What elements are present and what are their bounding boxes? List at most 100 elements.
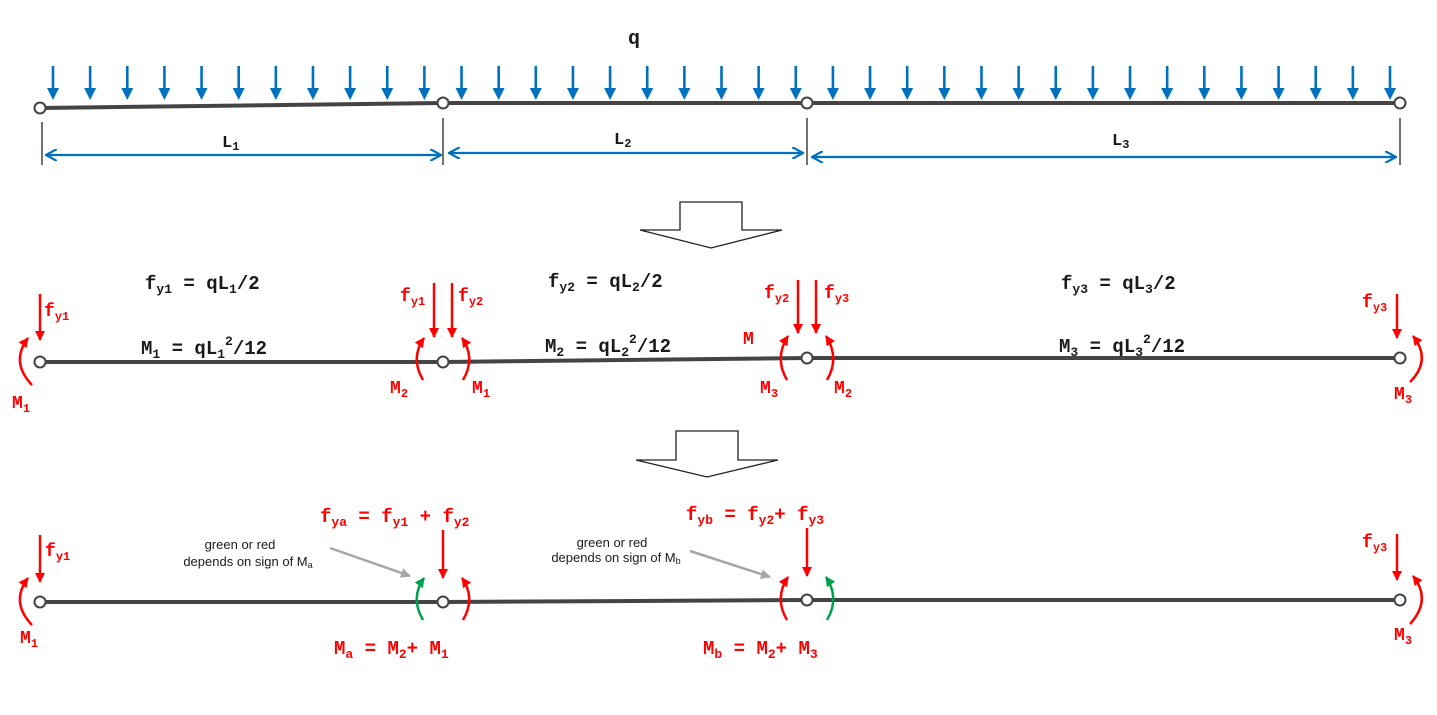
force-label-fy3-left: fy3 xyxy=(824,284,849,306)
load-arrow-head xyxy=(344,88,357,100)
load-arrow-head xyxy=(901,88,914,100)
load-arrow-head xyxy=(1384,88,1396,100)
load-arrow-head xyxy=(826,88,839,100)
moment-label-m3-end: M3 xyxy=(1394,626,1412,648)
load-arrow-head xyxy=(529,88,542,100)
stage2-node-3 xyxy=(800,351,814,365)
equation-mb: Mb = M2+ M3 xyxy=(703,638,818,662)
equation-fy3: fy3 = qL3/2 xyxy=(1061,273,1176,297)
load-arrow-head xyxy=(604,88,617,100)
load-arrow-head xyxy=(566,88,579,100)
moment-label-stray: M xyxy=(743,330,754,350)
load-arrow-head xyxy=(938,88,951,100)
pointer-arrow-b xyxy=(689,549,771,579)
moment-arc-ma-red xyxy=(460,577,472,621)
stage2-node-4 xyxy=(1393,351,1407,365)
moment-arc-m3-end xyxy=(1409,575,1423,625)
load-arrow-head xyxy=(1235,88,1248,100)
transition-arrow-1 xyxy=(639,201,783,249)
force-label-fy3-right: fy3 xyxy=(1362,293,1387,315)
moment-arc-ma-green xyxy=(414,577,426,621)
force-label-fy1-end: fy1 xyxy=(45,542,70,564)
force-label-fy2-mid: fy2 xyxy=(458,287,483,309)
node-3 xyxy=(800,96,814,110)
load-arrow-head xyxy=(1198,88,1211,100)
force-label-fy3-end: fy3 xyxy=(1362,533,1387,555)
moment-arc-mb-green xyxy=(824,576,836,621)
load-label: q xyxy=(628,28,640,51)
load-arrow-head xyxy=(492,88,505,100)
load-arrow-head xyxy=(158,88,171,100)
moment-label-m1-end: M1 xyxy=(20,629,38,651)
note-b-line2: depends on sign of Mb xyxy=(551,550,680,566)
load-arrow-head xyxy=(1309,88,1322,100)
distributed-load-arrows xyxy=(47,66,1396,100)
force-label-fy1-mid: fy1 xyxy=(400,287,425,309)
pointer-arrow-a xyxy=(329,546,411,578)
equation-fy2: fy2 = qL2/2 xyxy=(548,271,663,295)
moment-arc-m1-mid xyxy=(460,337,472,381)
load-arrow-head xyxy=(1346,88,1359,100)
load-arrow-head xyxy=(232,88,245,100)
force-label-fy1-left: fy1 xyxy=(44,302,69,324)
span-label-l1: L1 xyxy=(222,134,239,154)
stage2-node-1 xyxy=(33,355,47,369)
equation-fyb: fyb = fy2+ fy3 xyxy=(686,504,824,528)
stage3-node-2 xyxy=(436,595,450,609)
equation-fy1: fy1 = qL1/2 xyxy=(145,273,260,297)
moment-label-m3-mid: M3 xyxy=(760,379,778,401)
stage3-beam-2 xyxy=(442,598,808,604)
note-b-line1: green or red xyxy=(577,535,648,550)
node-1 xyxy=(33,101,47,115)
note-a-line1: green or red xyxy=(205,537,276,552)
load-arrow-head xyxy=(641,88,654,100)
load-arrow-head xyxy=(84,88,97,100)
load-arrow-head xyxy=(752,88,765,100)
load-arrow-head xyxy=(121,88,134,100)
moment-label-m1-mid: M1 xyxy=(472,379,490,401)
moment-arc-m3-right xyxy=(1409,335,1423,383)
moment-label-m3-right: M3 xyxy=(1394,385,1412,407)
moment-arc-m2-right xyxy=(824,335,836,381)
stage3-node-4 xyxy=(1393,593,1407,607)
stage3-node-3 xyxy=(800,593,814,607)
node-2 xyxy=(436,96,450,110)
transition-arrow-2 xyxy=(635,430,779,478)
load-arrow-head xyxy=(715,88,728,100)
load-arrow-head xyxy=(381,88,394,100)
load-arrow-head xyxy=(269,88,282,100)
load-arrow-head xyxy=(418,88,431,100)
load-arrow-head xyxy=(864,88,877,100)
load-arrow-head xyxy=(1086,88,1099,100)
load-arrow-head xyxy=(975,88,988,100)
stage1-loaded-beam: q L1 L2 L3 xyxy=(33,28,1407,165)
force-label-fy2-right: fy2 xyxy=(764,284,789,306)
equation-m1: M1 = qL12/12 xyxy=(141,334,267,362)
stage2-beam-2 xyxy=(442,356,808,364)
moment-arc-m1-left xyxy=(18,337,33,386)
moment-arc-m3-mid xyxy=(778,335,790,381)
stage2-node-2 xyxy=(436,355,450,369)
load-arrow-head xyxy=(1272,88,1285,100)
load-arrow-head xyxy=(1161,88,1174,100)
load-arrow-head xyxy=(1012,88,1025,100)
node-4 xyxy=(1393,96,1407,110)
load-arrow-head xyxy=(455,88,468,100)
span-label-l2: L2 xyxy=(614,131,631,151)
note-a-line2: depends on sign of Ma xyxy=(183,554,312,570)
stage2-element-loads: fy1 = qL1/2 fy2 = qL2/2 fy3 = qL3/2 M1 =… xyxy=(12,271,1423,416)
load-arrow-head xyxy=(678,88,691,100)
moment-label-m2-mid: M2 xyxy=(390,379,408,401)
equation-m3: M3 = qL32/12 xyxy=(1059,332,1185,360)
moment-label-m1-left: M1 xyxy=(12,394,30,416)
beam-segment-1 xyxy=(39,101,444,110)
load-arrow-head xyxy=(1124,88,1137,100)
moment-arc-m2-mid xyxy=(414,337,426,381)
stage3-node-1 xyxy=(33,595,47,609)
load-arrow-head xyxy=(47,88,59,100)
span-label-l3: L3 xyxy=(1112,132,1129,152)
equation-m2: M2 = qL22/12 xyxy=(545,332,671,360)
load-arrow-head xyxy=(195,88,208,100)
equation-ma: Ma = M2+ M1 xyxy=(334,638,449,662)
load-arrow-head xyxy=(1049,88,1062,100)
